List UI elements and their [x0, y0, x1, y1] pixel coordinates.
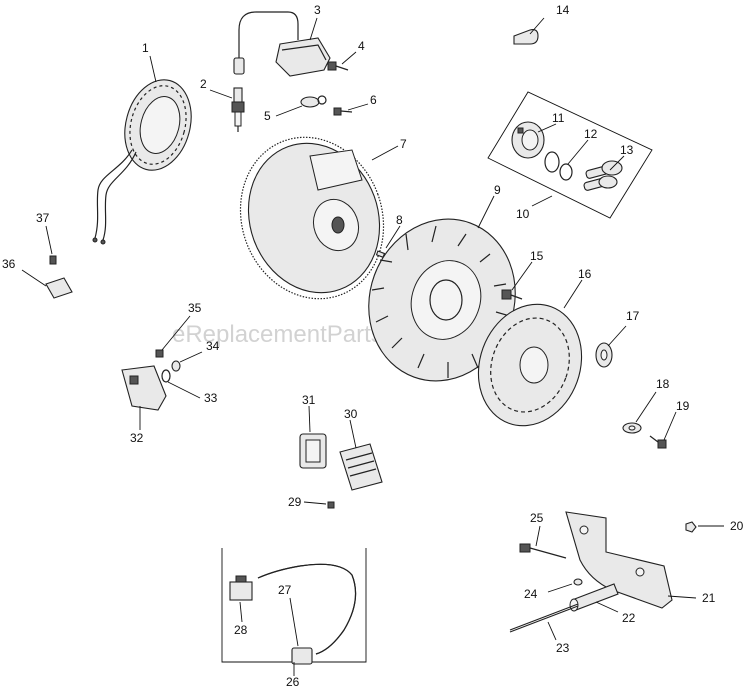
part-11-key-switch [511, 121, 545, 159]
part-1-stator [92, 79, 192, 245]
part-20-nut [685, 521, 697, 533]
callout-34: 34 [206, 339, 220, 353]
callout-3: 3 [314, 3, 321, 17]
callout-37: 37 [36, 211, 50, 225]
callout-35: 35 [188, 301, 202, 315]
callout-12: 12 [584, 127, 598, 141]
part-7-flywheel [239, 136, 385, 300]
callout-25: 25 [530, 511, 544, 525]
callout-26: 26 [286, 675, 300, 689]
callout-9: 9 [494, 183, 501, 197]
part-36-connector [45, 277, 73, 299]
part-19-screw [649, 435, 667, 449]
part-26-harness-group [221, 548, 367, 663]
part-34-nut [171, 360, 181, 372]
leader-lines [21, 17, 724, 676]
part-5-connector [300, 95, 327, 108]
callout-22: 22 [622, 611, 636, 625]
part-24-washer [573, 578, 583, 586]
part-21-bracket [565, 511, 673, 609]
part-12-washer [544, 151, 573, 181]
callout-19: 19 [676, 399, 690, 413]
callout-18: 18 [656, 377, 670, 391]
callout-2: 2 [200, 77, 207, 91]
callout-20: 20 [730, 519, 744, 533]
part-3-ignition-module [233, 11, 331, 77]
callout-1: 1 [142, 41, 149, 55]
callout-15: 15 [530, 249, 544, 263]
callout-5: 5 [264, 109, 271, 123]
callout-16: 16 [578, 267, 592, 281]
callout-4: 4 [358, 39, 365, 53]
callout-11: 11 [552, 111, 565, 125]
callout-6: 6 [370, 93, 377, 107]
part-6-screw [333, 107, 353, 116]
part-35-screw [155, 349, 164, 358]
part-32-switch-assembly [121, 365, 167, 411]
part-18-washer [622, 422, 642, 434]
callout-33: 33 [204, 391, 218, 405]
part-28-switch [229, 575, 253, 601]
callout-36: 36 [2, 257, 16, 271]
callout-7: 7 [400, 137, 407, 151]
part-29-screw [327, 501, 335, 509]
part-9-fan [368, 218, 516, 382]
callout-10: 10 [516, 207, 530, 221]
part-25-bolt [519, 543, 567, 559]
part-17-star-washer [595, 342, 613, 368]
callout-labels: 1 2 3 4 5 6 7 8 9 10 11 12 13 14 15 16 1… [2, 3, 744, 689]
callout-23: 23 [556, 641, 570, 655]
part-10-switch-group [487, 91, 653, 219]
part-30-rectifier [339, 443, 383, 491]
part-22-spacer [569, 583, 619, 612]
callout-17: 17 [626, 309, 640, 323]
part-33-washer [161, 369, 171, 383]
part-2-spark-plug [231, 87, 245, 132]
callout-31: 31 [302, 393, 316, 407]
part-14-clip [513, 29, 539, 45]
part-16-screen [477, 303, 583, 427]
part-4-screw [327, 61, 349, 71]
part-31-cover [299, 433, 327, 469]
part-37-screw [49, 255, 57, 265]
callout-8: 8 [396, 213, 403, 227]
callout-30: 30 [344, 407, 358, 421]
callout-24: 24 [524, 587, 538, 601]
callout-29: 29 [288, 495, 302, 509]
callout-28: 28 [234, 623, 248, 637]
part-15-screw [501, 289, 523, 300]
part-27-harness [257, 563, 357, 665]
callout-14: 14 [556, 3, 570, 17]
callout-21: 21 [702, 591, 716, 605]
callout-27: 27 [278, 583, 292, 597]
part-13-keys [583, 160, 623, 191]
callout-13: 13 [620, 143, 634, 157]
part-23-rod [509, 603, 579, 633]
callout-32: 32 [130, 431, 144, 445]
